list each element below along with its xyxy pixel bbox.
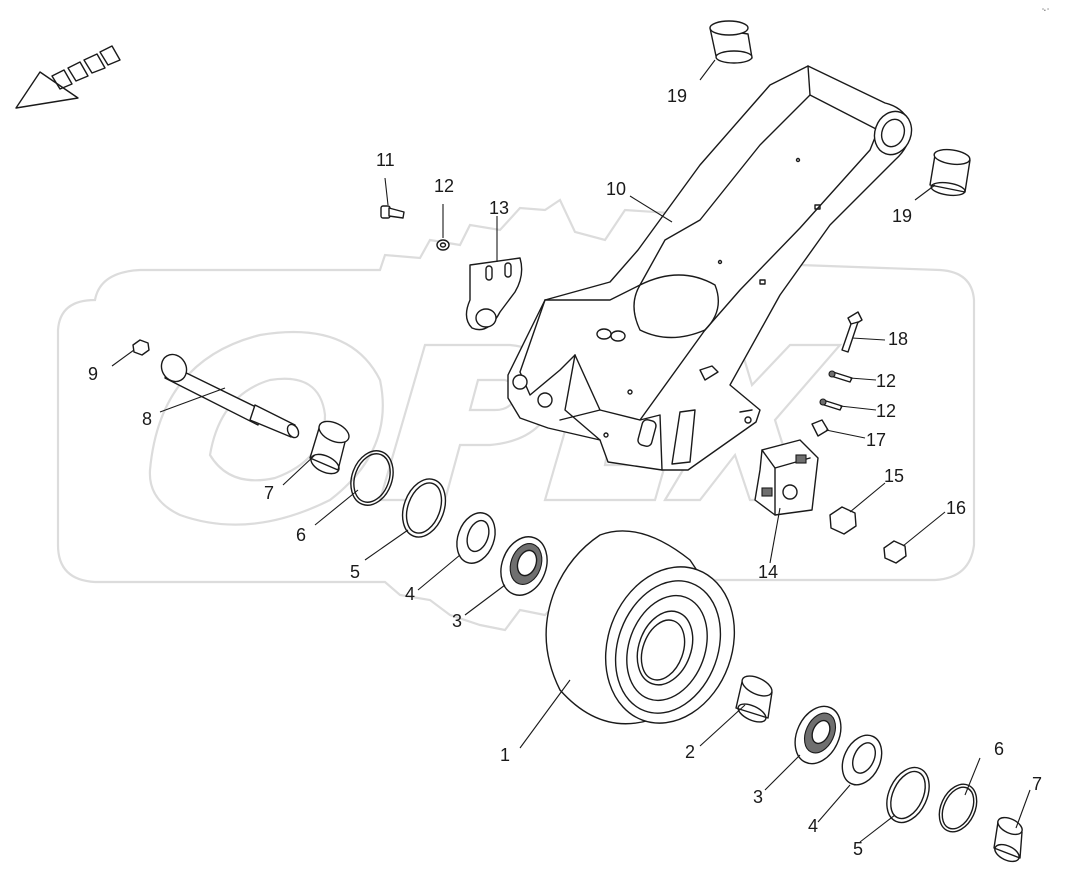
part-19-bushing-right — [929, 148, 971, 197]
part-15-nut — [829, 506, 857, 535]
callout-13: 13 — [489, 198, 509, 218]
callout-12-low: 12 — [876, 401, 896, 421]
part-14-bracket — [754, 439, 819, 516]
callout-6-left: 6 — [296, 525, 306, 545]
part-3-bearing-right — [794, 705, 842, 765]
callout-5-left: 5 — [350, 562, 360, 582]
part-7-bushing-right — [993, 816, 1023, 863]
part-7-bushing-left — [309, 420, 350, 475]
callout-18: 18 — [888, 329, 908, 349]
part-4-seal-left — [456, 512, 496, 564]
callout-10: 10 — [606, 179, 626, 199]
callout-3-right: 3 — [753, 787, 763, 807]
part-12-washer — [436, 239, 450, 251]
callout-6-right: 6 — [994, 739, 1004, 759]
callout-16: 16 — [946, 498, 966, 518]
callout-7-left: 7 — [264, 483, 274, 503]
part-12-washer-lower-right — [819, 398, 843, 411]
callout-12-top: 12 — [434, 176, 454, 196]
part-9-nut — [132, 339, 150, 356]
callout-4-left: 4 — [405, 584, 415, 604]
callout-9: 9 — [88, 364, 98, 384]
part-6-snap-ring-right — [938, 783, 978, 833]
part-12-washer-upper-right — [828, 370, 853, 383]
callout-15: 15 — [884, 466, 904, 486]
callout-14: 14 — [758, 562, 778, 582]
part-6-snap-ring-left — [350, 450, 394, 506]
part-3-bearing-left — [500, 536, 548, 596]
corner-mark: °• ° — [1042, 8, 1049, 14]
part-10-swing-arm — [507, 65, 913, 471]
part-1-roller-wheel — [545, 530, 736, 725]
part-11-bolt — [380, 205, 405, 219]
callout-1: 1 — [500, 745, 510, 765]
callout-19-right: 19 — [892, 206, 912, 226]
direction-arrow-icon — [15, 45, 121, 109]
part-2-spacer — [735, 675, 773, 723]
part-18-bolt — [841, 311, 863, 353]
part-13-plate — [465, 257, 523, 331]
part-19-bushing-top — [709, 20, 753, 64]
callout-7-right: 7 — [1032, 774, 1042, 794]
callout-2: 2 — [685, 742, 695, 762]
part-17-clip — [811, 419, 829, 437]
callout-8: 8 — [142, 409, 152, 429]
part-5-shim-left — [401, 478, 447, 538]
callout-12-mid: 12 — [876, 371, 896, 391]
part-8-pin — [160, 353, 300, 439]
part-4-seal-right — [841, 734, 883, 786]
part-5-shim-right — [886, 766, 930, 824]
callout-5-right: 5 — [853, 839, 863, 859]
callout-4-right: 4 — [808, 816, 818, 836]
callout-labels: 19 19 11 12 13 10 9 8 7 6 5 4 3 1 2 3 4 … — [88, 86, 1042, 859]
callout-19-top: 19 — [667, 86, 687, 106]
callout-11: 11 — [376, 150, 395, 170]
leader-lines — [111, 59, 1031, 843]
part-16-nut — [883, 540, 907, 564]
callout-17: 17 — [866, 430, 886, 450]
callout-3-left: 3 — [452, 611, 462, 631]
